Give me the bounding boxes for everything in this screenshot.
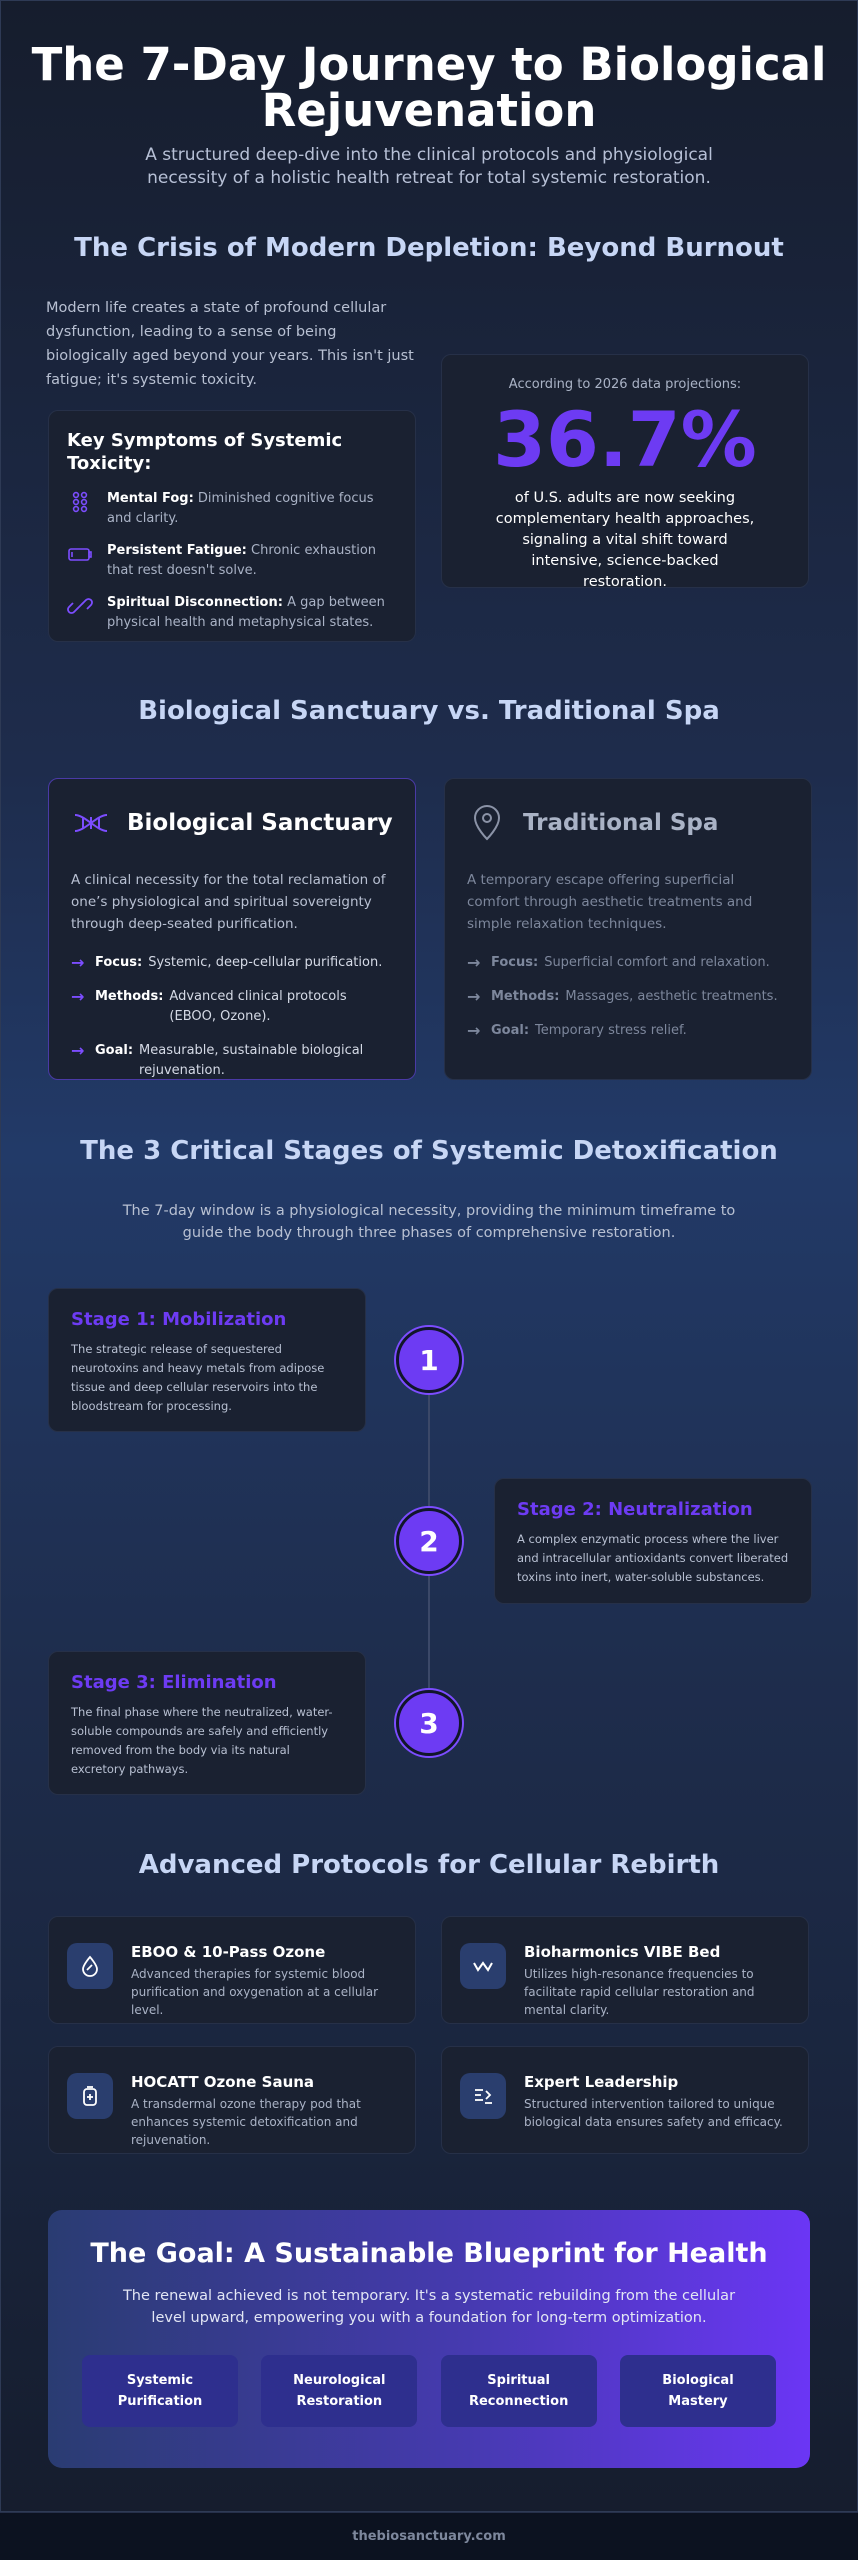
protocol-card: Expert Leadership Structured interventio… [441, 2046, 809, 2154]
protocol-card: Bioharmonics VIBE Bed Utilizes high-reso… [441, 1916, 809, 2024]
goal-banner: The Goal: A Sustainable Blueprint for He… [48, 2210, 810, 2468]
arrow-right-icon: → [71, 987, 85, 1006]
symptoms-title: Key Symptoms of Systemic Toxicity: [67, 430, 343, 474]
protocol-title: Bioharmonics VIBE Bed [524, 1943, 721, 1961]
goal-pillars: Systemic Purification Neurological Resto… [78, 2355, 780, 2427]
sanctuary-point: → Focus: Systemic, deep-cellular purific… [71, 953, 383, 972]
low-battery-icon [67, 541, 93, 567]
symptom-item: Spiritual Disconnection: A gap between p… [67, 593, 397, 633]
sanctuary-point: → Goal: Measurable, sustainable biologic… [71, 1041, 393, 1081]
stage-number: 1 [396, 1327, 462, 1393]
broken-link-icon [67, 593, 93, 619]
symptom-text: Chronic exhaustion that rest doesn't sol… [107, 543, 377, 578]
page-subtitle: A structured deep-dive into the clinical… [145, 145, 713, 188]
protocol-card: HOCATT Ozone Sauna A transdermal ozone t… [48, 2046, 416, 2154]
goal-pillar: Systemic Purification [82, 2355, 238, 2427]
sanctuary-point: → Methods: Advanced clinical protocols (… [71, 987, 393, 1027]
sanctuary-title: Biological Sanctuary [127, 810, 393, 836]
stage-card: Stage 2: Neutralization A complex enzyma… [494, 1478, 812, 1604]
protocol-description: Utilizes high-resonance frequencies to f… [524, 1967, 755, 2017]
comparison-section-title: Biological Sanctuary vs. Traditional Spa [138, 696, 720, 726]
stage-title: Stage 2: Neutralization [517, 1499, 753, 1520]
goal-title: The Goal: A Sustainable Blueprint for He… [90, 2238, 768, 2269]
statistic-card: According to 2026 data projections: 36.7… [441, 354, 809, 590]
page-title: The 7-Day Journey to Biological Rejuvena… [31, 38, 827, 137]
droplet-icon [67, 1943, 113, 1989]
protocol-description: Advanced therapies for systemic blood pu… [131, 1967, 379, 2017]
protocol-card: EBOO & 10-Pass Ozone Advanced therapies … [48, 1916, 416, 2024]
sauna-pod-icon [67, 2073, 113, 2119]
symptom-name: Persistent Fatigue: [107, 543, 247, 558]
brain-grid-icon [67, 489, 93, 515]
spa-point: → Methods: Massages, aesthetic treatment… [467, 987, 778, 1006]
arrow-right-icon: → [71, 1041, 85, 1060]
arrow-right-icon: → [467, 953, 481, 972]
statistic-description: of U.S. adults are now seeking complemen… [495, 490, 755, 590]
spa-description: A temporary escape offering superficial … [467, 872, 753, 932]
footer-site-link[interactable]: thebiosanctuary.com [352, 2529, 506, 2544]
statistic-source: According to 2026 data projections: [508, 377, 742, 392]
protocol-description: A transdermal ozone therapy pod that enh… [131, 2097, 361, 2147]
symptoms-card: Key Symptoms of Systemic Toxicity: Menta… [48, 410, 416, 642]
arrow-right-icon: → [467, 987, 481, 1006]
stage-description: The final phase where the neutralized, w… [71, 1705, 333, 1776]
arrow-right-icon: → [467, 1021, 481, 1040]
symptom-name: Mental Fog: [107, 491, 194, 506]
spa-point: → Focus: Superficial comfort and relaxat… [467, 953, 770, 972]
stages-section-title: The 3 Critical Stages of Systemic Detoxi… [80, 1136, 778, 1166]
symptom-item: Mental Fog: Diminished cognitive focus a… [67, 489, 397, 529]
statistic-value: 36.7% [493, 395, 757, 484]
sanctuary-description: A clinical necessity for the total recla… [71, 872, 386, 932]
goal-pillar: Neurological Restoration [261, 2355, 418, 2427]
stage-title: Stage 1: Mobilization [71, 1309, 287, 1330]
symptom-text: A gap between physical health and metaph… [107, 595, 385, 630]
symptom-name: Spiritual Disconnection: [107, 595, 283, 610]
stage-description: The strategic release of sequestered neu… [71, 1342, 325, 1413]
protocol-description: Structured intervention tailored to uniq… [524, 2097, 783, 2129]
stage-description: A complex enzymatic process where the li… [517, 1532, 789, 1584]
footer: thebiosanctuary.com [0, 2512, 858, 2560]
spa-point: → Goal: Temporary stress relief. [467, 1021, 687, 1040]
crisis-intro: Modern life creates a state of profound … [46, 300, 414, 388]
crisis-section-title: The Crisis of Modern Depletion: Beyond B… [74, 233, 784, 263]
checklist-icon [460, 2073, 506, 2119]
goal-pillar: Biological Mastery [619, 2355, 776, 2427]
protocol-title: HOCATT Ozone Sauna [131, 2073, 315, 2091]
wave-icon [460, 1943, 506, 1989]
symptom-item: Persistent Fatigue: Chronic exhaustion t… [67, 541, 397, 581]
dna-icon [71, 803, 111, 843]
protocols-section-title: Advanced Protocols for Cellular Rebirth [138, 1850, 720, 1880]
arrow-right-icon: → [71, 953, 85, 972]
stage-card: Stage 3: Elimination The final phase whe… [48, 1651, 366, 1795]
stage-title: Stage 3: Elimination [71, 1672, 277, 1693]
stage-card: Stage 1: Mobilization The strategic rele… [48, 1288, 366, 1432]
symptom-text: Diminished cognitive focus and clarity. [107, 491, 374, 526]
goal-description: The renewal achieved is not temporary. I… [122, 2288, 736, 2326]
protocol-title: EBOO & 10-Pass Ozone [131, 1943, 326, 1961]
spa-card: Traditional Spa A temporary escape offer… [444, 778, 812, 1080]
map-pin-icon [467, 803, 507, 843]
stages-description: The 7-day window is a physiological nece… [122, 1203, 736, 1241]
goal-pillar: Spiritual Reconnection [440, 2355, 597, 2427]
sanctuary-card: Biological Sanctuary A clinical necessit… [48, 778, 416, 1080]
stage-number: 2 [396, 1508, 462, 1574]
protocol-title: Expert Leadership [524, 2073, 679, 2091]
spa-title: Traditional Spa [523, 810, 719, 836]
stage-number: 3 [396, 1690, 462, 1756]
